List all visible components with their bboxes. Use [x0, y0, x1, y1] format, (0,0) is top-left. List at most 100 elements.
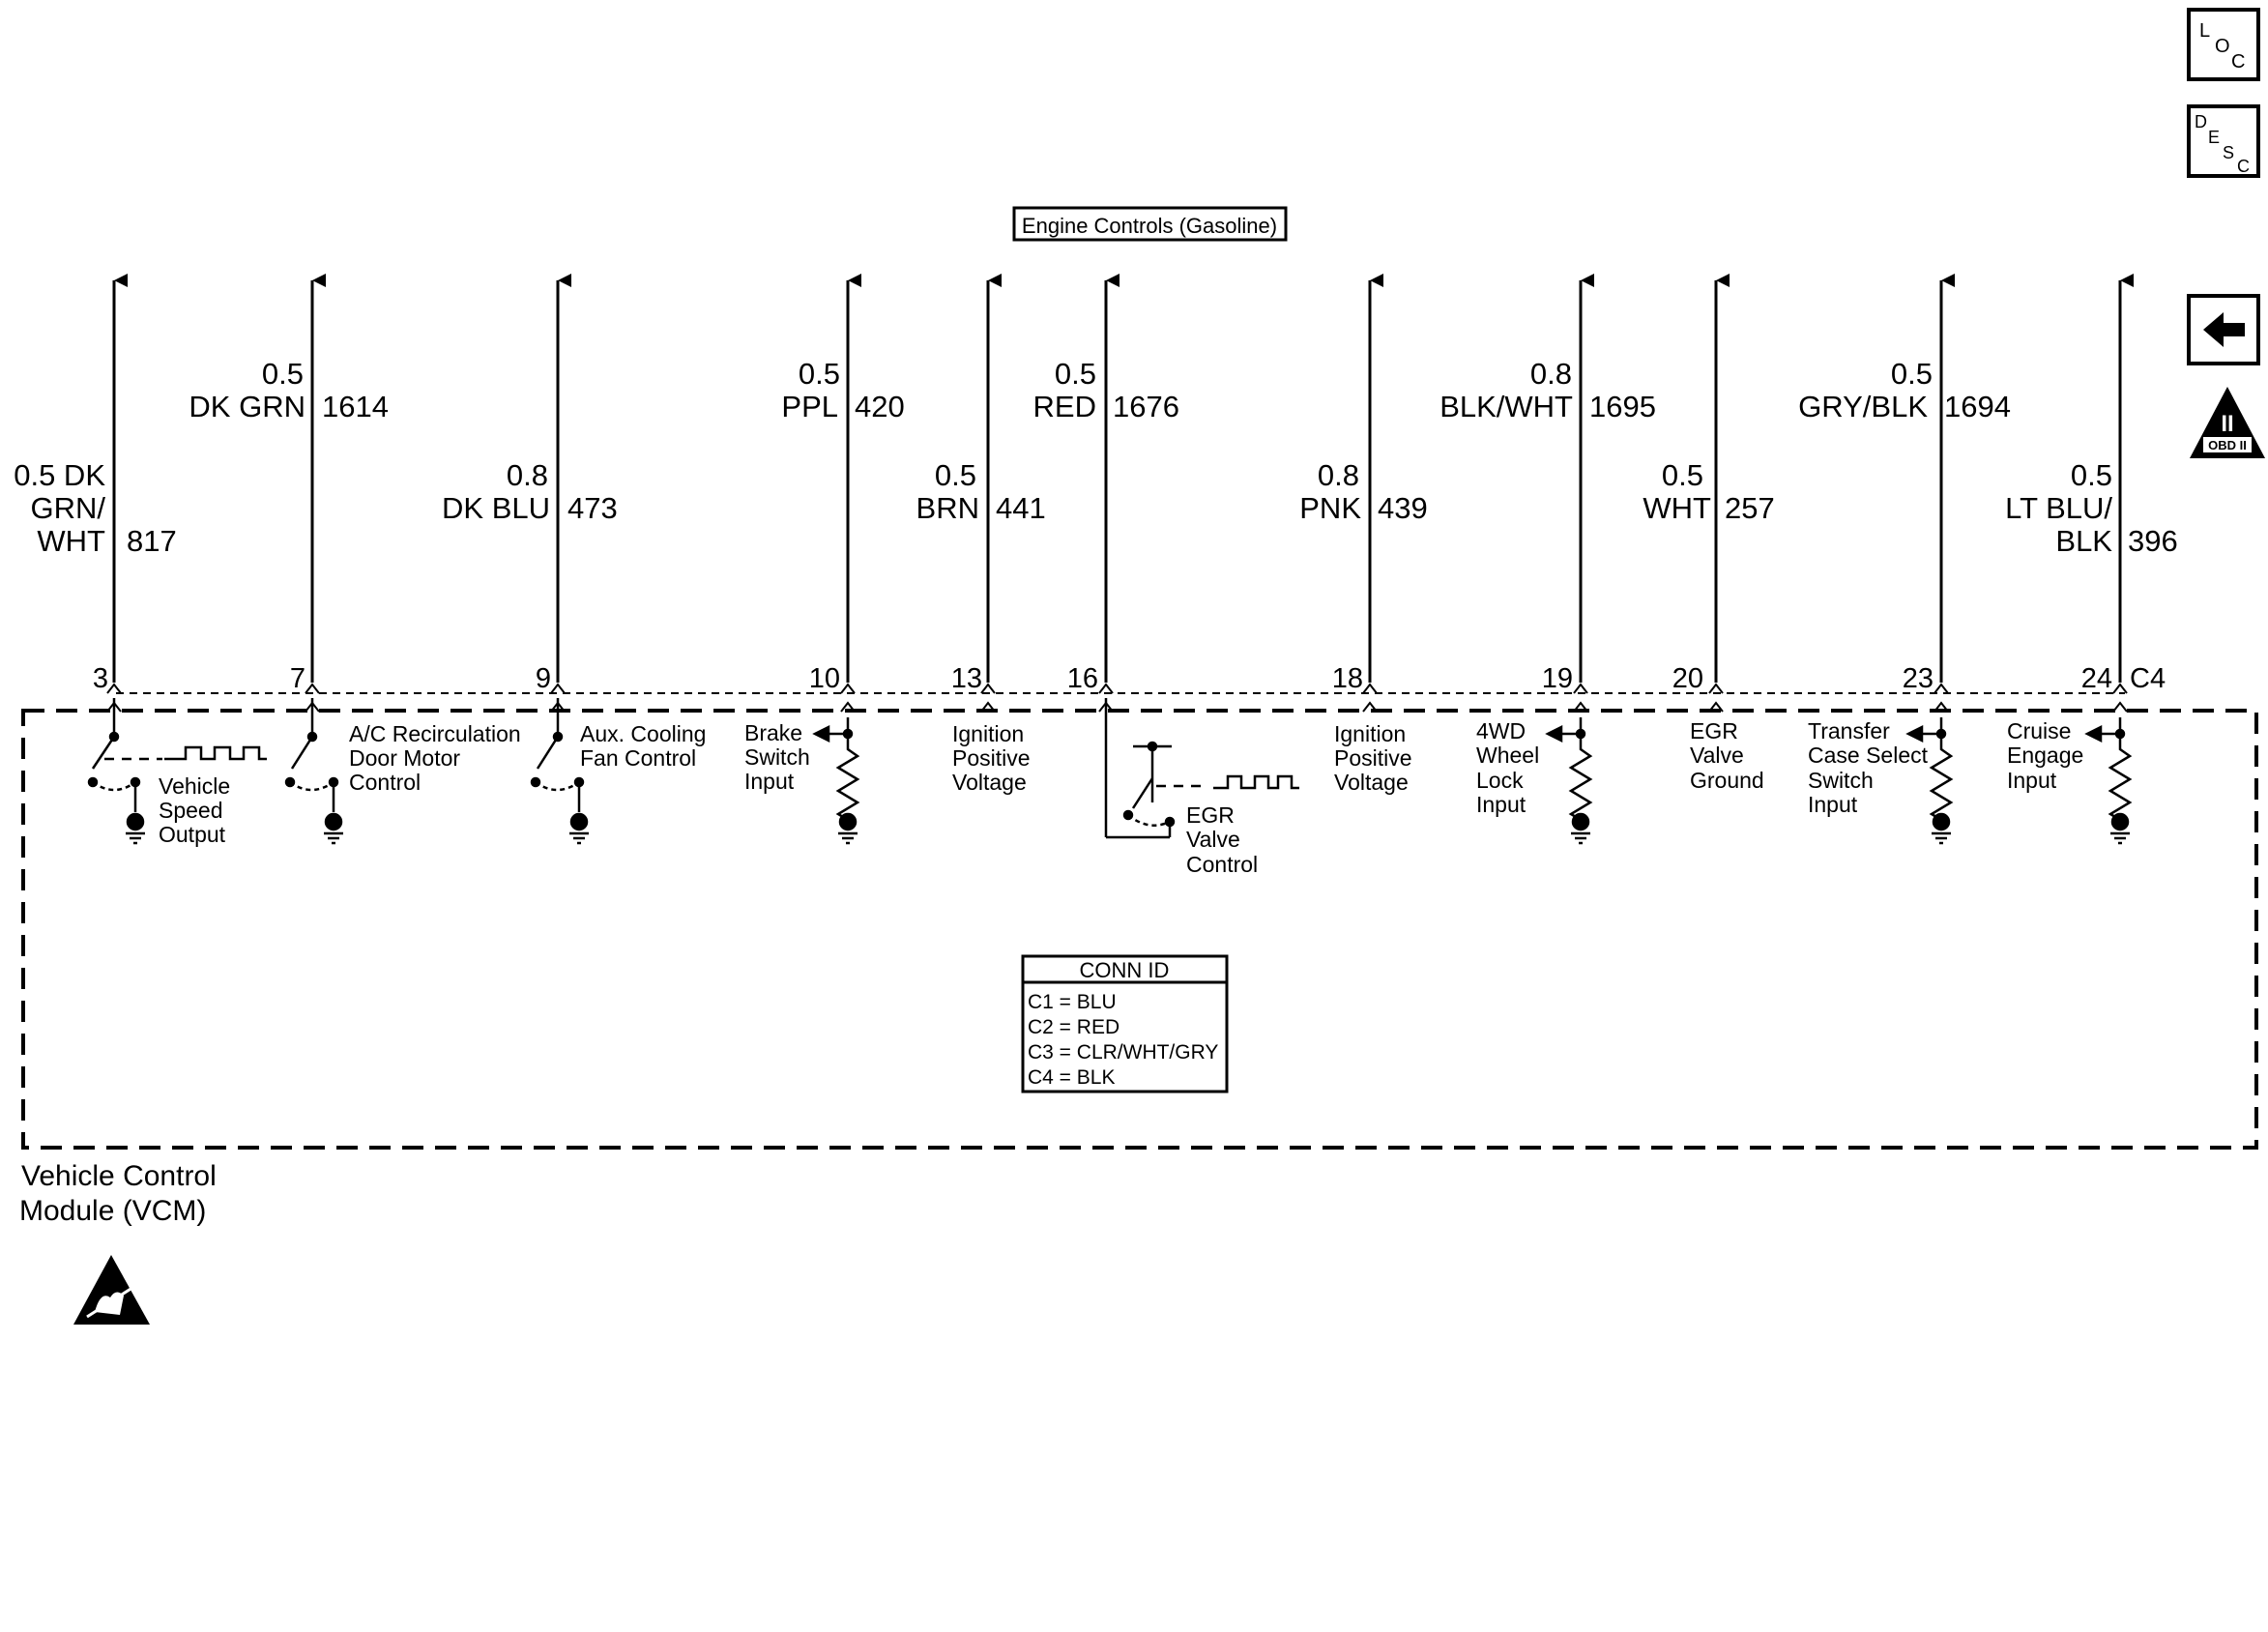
svg-text:Engage: Engage [2007, 743, 2083, 768]
svg-text:Voltage: Voltage [952, 770, 1027, 795]
pin-terminal [1362, 701, 1378, 713]
svg-text:439: 439 [1378, 491, 1428, 525]
ground-node [1571, 812, 1590, 831]
svg-text:C: C [2231, 51, 2245, 73]
svg-text:Switch: Switch [1808, 768, 1874, 793]
svg-text:BLK: BLK [2055, 524, 2112, 558]
vcm-boundary [21, 709, 2258, 1150]
pin-terminal [550, 683, 566, 694]
pin-terminal [2112, 701, 2128, 713]
circuit-1614: 0.5 DK GRN 1614 7 A/C Recirculation Door… [189, 357, 520, 795]
engine-controls-label: Engine Controls (Gasoline) [1022, 214, 1277, 238]
circuit-1695: 0.8 BLK/WHT 1695 19 4WD Wheel Lock Input [1439, 357, 1656, 817]
ground-node [324, 812, 343, 831]
conn-id-row: C2 = RED [1028, 1016, 1119, 1038]
pullup-resistor [1929, 717, 1954, 822]
connector-label: C4 [2130, 663, 2166, 694]
input-arrow-icon [812, 724, 830, 743]
svg-text:13: 13 [951, 663, 982, 694]
svg-text:Input: Input [1808, 792, 1858, 817]
engine-controls-link[interactable]: Engine Controls (Gasoline) [1012, 206, 1288, 242]
pin-terminal [840, 683, 856, 694]
svg-text:4WD: 4WD [1476, 718, 1526, 743]
circuit-441: 0.5 BRN 441 13 Ignition Positive Voltage [916, 458, 1046, 795]
wire-color: WHT [37, 524, 105, 558]
svg-text:C: C [2237, 157, 2250, 176]
svg-text:257: 257 [1725, 491, 1775, 525]
pin-terminal [1573, 701, 1588, 713]
pin-terminal [1573, 683, 1588, 694]
obd-ii-icon: OBD II II [2190, 387, 2265, 458]
svg-text:Input: Input [1476, 792, 1527, 817]
svg-text:1676: 1676 [1113, 390, 1179, 423]
loc-button[interactable]: L O C [2187, 8, 2260, 81]
svg-text:S: S [2223, 143, 2234, 162]
svg-text:1694: 1694 [1944, 390, 2011, 423]
conn-id-row: C4 = BLK [1028, 1066, 1115, 1089]
svg-text:Positive: Positive [952, 745, 1031, 771]
svg-text:Case Select: Case Select [1808, 743, 1929, 768]
ground-node [1932, 812, 1951, 831]
svg-text:Input: Input [744, 769, 795, 794]
svg-text:Ignition: Ignition [1334, 721, 1406, 746]
conn-id-table: CONN ID C1 = BLU C2 = RED C3 = CLR/WHT/G… [1021, 954, 1229, 1093]
pin-terminal [106, 683, 122, 694]
module-name: Vehicle Control [21, 1160, 217, 1192]
pin-terminal [980, 683, 996, 694]
svg-text:0.5: 0.5 [799, 357, 840, 391]
circuit-257: 0.5 WHT 257 20 EGR Valve Ground [1643, 458, 1774, 793]
pin-terminal [305, 683, 320, 694]
svg-text:Aux. Cooling: Aux. Cooling [580, 721, 706, 746]
svg-text:PNK: PNK [1299, 491, 1361, 525]
speed-output-switch [87, 698, 267, 812]
circuit-1676: 0.5 RED 1676 16 EGR Valve Control [1033, 357, 1259, 877]
svg-text:0.5: 0.5 [2071, 458, 2112, 492]
left-arrow-icon [2203, 312, 2245, 347]
circuit-439: 0.8 PNK 439 18 Ignition Positive Voltage [1299, 458, 1427, 795]
pin-terminal [1708, 683, 1724, 694]
svg-text:19: 19 [1542, 663, 1573, 694]
svg-text:Brake: Brake [744, 720, 802, 745]
svg-text:16: 16 [1067, 663, 1098, 694]
svg-text:A/C Recirculation: A/C Recirculation [349, 721, 521, 746]
svg-text:10: 10 [809, 663, 840, 694]
ground-node [126, 812, 145, 831]
svg-text:DK GRN: DK GRN [189, 390, 305, 423]
wire-color: GRN/ [31, 491, 106, 525]
svg-text:Lock: Lock [1476, 768, 1524, 793]
internal-components [87, 698, 1299, 839]
svg-text:0.5: 0.5 [935, 458, 976, 492]
esd-warning-icon [73, 1255, 150, 1325]
pin-number: 3 [93, 663, 108, 694]
circuit-420: 0.5 PPL 420 10 Brake Switch Input [744, 357, 905, 794]
circuit-817: 0.5 DK GRN/ WHT 817 3 Vehicle Speed Outp… [14, 458, 230, 847]
svg-text:GRY/BLK: GRY/BLK [1798, 390, 1928, 423]
pin-terminal [1934, 701, 1949, 713]
svg-text:396: 396 [2128, 524, 2178, 558]
svg-text:0.5: 0.5 [1891, 357, 1933, 391]
svg-text:BRN: BRN [916, 491, 979, 525]
desc-button[interactable]: D E S C [2187, 104, 2260, 178]
back-button[interactable] [2187, 294, 2260, 365]
svg-text:1614: 1614 [322, 390, 389, 423]
conn-id-row: C3 = CLR/WHT/GRY [1028, 1041, 1218, 1064]
svg-text:7: 7 [290, 663, 305, 694]
aux-fan-switch [530, 698, 585, 812]
svg-text:WHT: WHT [1643, 491, 1711, 525]
svg-text:L: L [2199, 20, 2210, 42]
svg-text:Valve: Valve [1186, 827, 1240, 852]
svg-text:OBD II: OBD II [2208, 438, 2247, 452]
pin-terminal [1098, 683, 1114, 694]
svg-text:20: 20 [1672, 663, 1703, 694]
circuit-desc: Speed [159, 798, 223, 823]
circuit-1694: 0.5 GRY/BLK 1694 23 Transfer Case Select… [1798, 357, 2011, 817]
svg-text:0.8: 0.8 [1318, 458, 1359, 492]
svg-text:0.5: 0.5 [1662, 458, 1703, 492]
egr-valve-driver [1104, 698, 1299, 839]
svg-text:Fan Control: Fan Control [580, 745, 696, 771]
svg-text:Door Motor: Door Motor [349, 745, 460, 771]
svg-text:Transfer: Transfer [1808, 718, 1890, 743]
input-arrow-icon [2084, 724, 2103, 743]
conn-id-row: C1 = BLU [1028, 991, 1117, 1013]
